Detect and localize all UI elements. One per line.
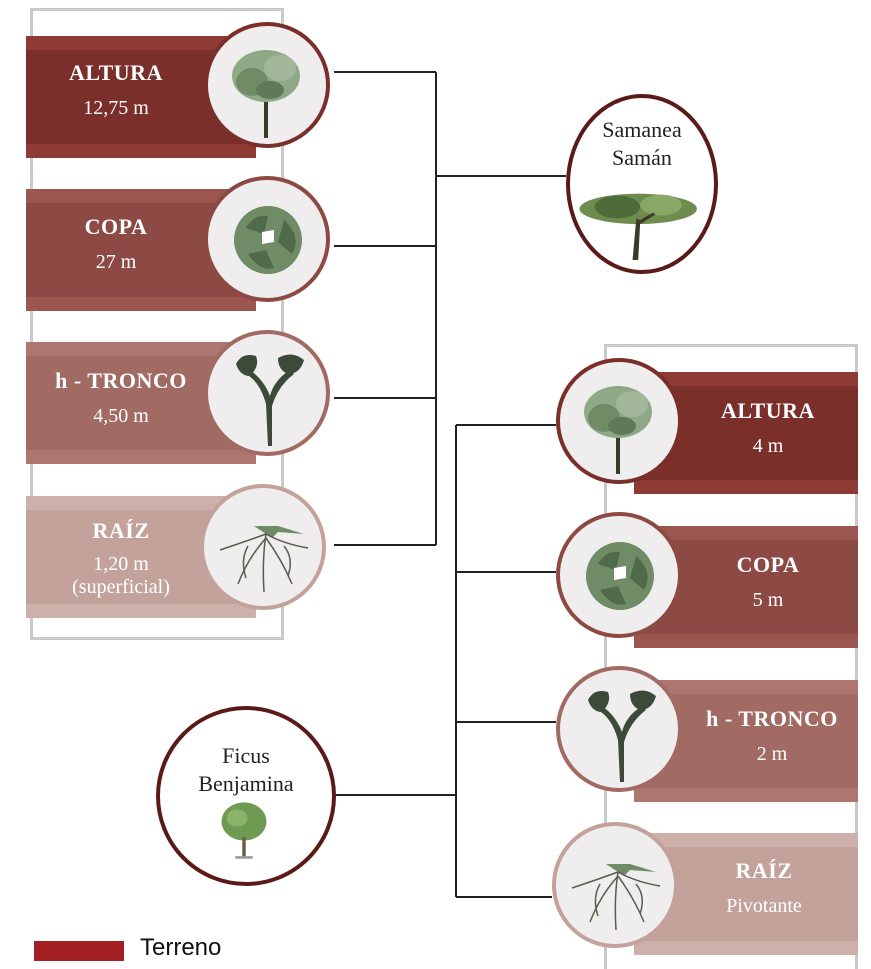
samanea-copa-value: 27 m: [95, 251, 137, 274]
ficus-raiz-value: Pivotante: [726, 895, 802, 918]
samanea-copa-title: COPA: [84, 214, 148, 239]
ficus-tronco-label: h - TRONCO 2 m: [684, 706, 860, 766]
samanea-name-line1: Samanea: [602, 117, 682, 142]
ficus-tronco-circle: [556, 666, 682, 792]
roots-icon: [571, 864, 661, 931]
crown-top-view-icon: [234, 206, 302, 274]
samanea-tronco-title: h - TRONCO: [55, 368, 187, 393]
samanea-tronco-label: h - TRONCO 4,50 m: [26, 368, 216, 428]
samanea-tree-icon: [579, 193, 697, 260]
samanea-altura-label: ALTURA 12,75 m: [26, 60, 206, 120]
trunk-icon: [588, 690, 656, 782]
ficus-tronco-title: h - TRONCO: [706, 706, 838, 731]
samanea-raiz-title: RAÍZ: [92, 518, 150, 543]
ficus-tree-icon: [221, 802, 267, 859]
ficus-name: Ficus Benjamina: [160, 742, 332, 797]
ficus-altura-circle: [556, 358, 682, 484]
ficus-altura-title: ALTURA: [721, 398, 815, 423]
roots-icon: [219, 526, 309, 593]
ficus-name-line2: Benjamina: [198, 770, 294, 796]
ficus-raiz-circle: [552, 822, 678, 948]
trunk-icon: [236, 354, 304, 446]
terreno-legend-swatch: [34, 941, 124, 961]
samanea-name-line2: Samán: [612, 144, 672, 170]
ficus-raiz-label: RAÍZ Pivotante: [676, 858, 852, 918]
ficus-node: Ficus Benjamina: [156, 706, 336, 886]
ficus-altura-value: 4 m: [752, 435, 784, 458]
samanea-altura-title: ALTURA: [69, 60, 163, 85]
crown-top-view-icon: [586, 542, 654, 610]
ficus-copa-title: COPA: [736, 552, 800, 577]
samanea-tronco-value: 4,50 m: [93, 405, 149, 428]
ficus-copa-circle: [556, 512, 682, 638]
ficus-copa-value: 5 m: [752, 589, 784, 612]
samanea-name: Samanea Samán: [570, 116, 714, 171]
ficus-tronco-value: 2 m: [756, 743, 788, 766]
samanea-raiz-circle: [200, 484, 326, 610]
samanea-node: Samanea Samán: [566, 94, 718, 274]
terreno-legend-label: Terreno: [140, 934, 222, 961]
samanea-tronco-circle: [204, 330, 330, 456]
samanea-raiz-note: (superficial): [72, 576, 170, 599]
tree-height-icon: [584, 386, 652, 474]
ficus-copa-label: COPA 5 m: [680, 552, 856, 612]
ficus-raiz-title: RAÍZ: [735, 858, 793, 883]
samanea-copa-label: COPA 27 m: [26, 214, 206, 274]
samanea-altura-value: 12,75 m: [83, 97, 149, 120]
ficus-altura-label: ALTURA 4 m: [680, 398, 856, 458]
samanea-raiz-label: RAÍZ 1,20 m (superficial): [26, 518, 216, 599]
tree-height-icon: [232, 50, 300, 138]
samanea-copa-circle: [204, 176, 330, 302]
samanea-raiz-value: 1,20 m: [93, 553, 149, 576]
samanea-altura-circle: [204, 22, 330, 148]
ficus-name-line1: Ficus: [222, 743, 270, 768]
